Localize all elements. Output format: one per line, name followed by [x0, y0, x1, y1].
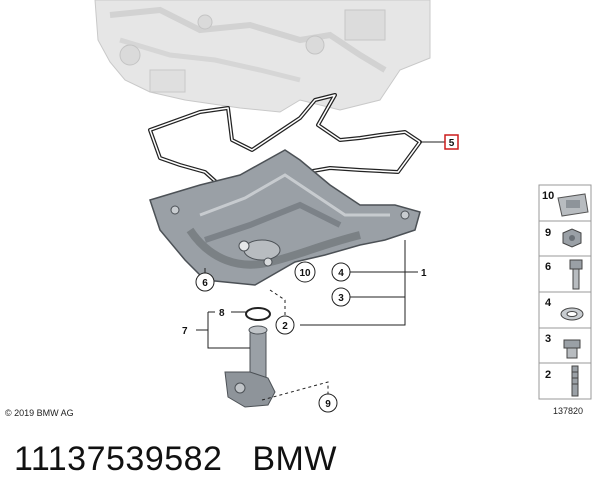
- svg-text:3: 3: [338, 293, 344, 304]
- legend-item-6: 6: [538, 255, 592, 295]
- svg-text:1: 1: [421, 268, 427, 279]
- svg-text:7: 7: [182, 326, 188, 337]
- legend-item-10: 10: [538, 184, 592, 228]
- svg-text:8: 8: [219, 308, 225, 319]
- svg-text:4: 4: [338, 268, 344, 279]
- svg-text:6: 6: [202, 278, 208, 289]
- svg-text:9: 9: [545, 227, 551, 239]
- oil-pan: [149, 149, 421, 286]
- legend-item-3: 3: [538, 327, 592, 365]
- legend-item-4: 4: [538, 291, 592, 331]
- callout-6: 6: [195, 272, 215, 292]
- svg-text:3: 3: [545, 333, 551, 345]
- callout-9: 9: [318, 393, 338, 413]
- part-number: 11137539582: [14, 440, 223, 478]
- engine-block: [94, 0, 431, 113]
- callout-4: 4: [331, 262, 351, 282]
- image-number: 137820: [553, 406, 583, 416]
- part-caption: 11137539582 BMW: [14, 440, 337, 479]
- legend-column: 10 9 6 4 3 2: [538, 184, 592, 400]
- svg-text:9: 9: [325, 399, 331, 410]
- svg-text:4: 4: [545, 297, 552, 309]
- callout-7: 7: [182, 326, 188, 337]
- o-ring: [245, 307, 271, 321]
- svg-text:10: 10: [542, 190, 554, 202]
- svg-text:6: 6: [545, 261, 551, 273]
- callout-1: 1: [421, 268, 427, 279]
- callout-2: 2: [275, 315, 295, 335]
- brand-name: BMW: [252, 440, 337, 478]
- callout-5: 5: [444, 134, 459, 150]
- callout-3: 3: [331, 287, 351, 307]
- callout-10: 10: [294, 261, 316, 283]
- oil-level-sensor: [224, 325, 276, 408]
- copyright-text: © 2019 BMW AG: [5, 408, 74, 418]
- svg-text:2: 2: [545, 369, 551, 381]
- svg-text:2: 2: [282, 321, 288, 332]
- legend-item-9: 9: [538, 220, 592, 260]
- svg-text:10: 10: [299, 268, 311, 279]
- legend-item-2: 2: [538, 362, 592, 400]
- callout-8: 8: [219, 308, 225, 319]
- svg-text:5: 5: [449, 138, 455, 149]
